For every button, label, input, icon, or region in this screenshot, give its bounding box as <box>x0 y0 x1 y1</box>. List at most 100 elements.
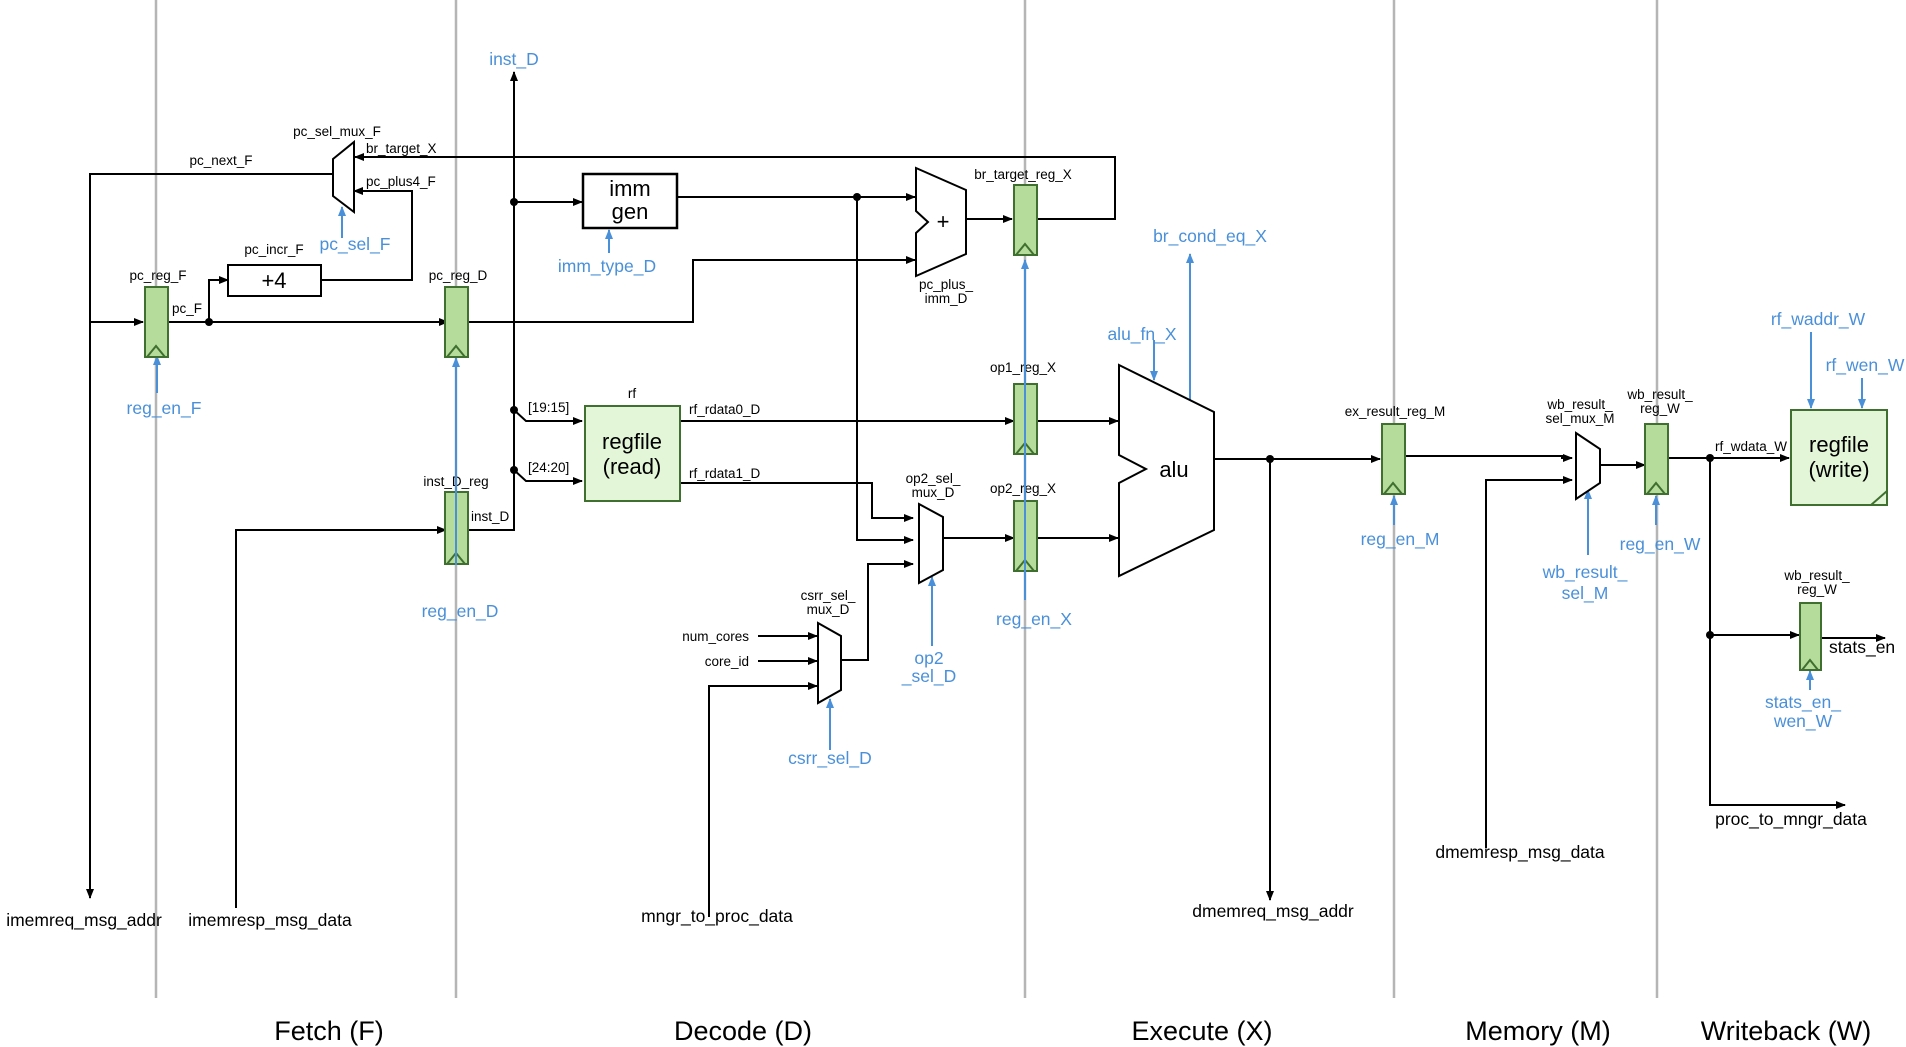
csrr-sel-mux-label-1: csrr_sel_ <box>801 588 856 603</box>
csrr-sel-d-label: csrr_sel_D <box>788 748 872 769</box>
regfile-read-label-2: (read) <box>603 454 662 479</box>
inst-d-top-label: inst_D <box>489 49 539 70</box>
op2-sel-d-label-2: _sel_D <box>901 666 956 687</box>
dmemresp-wire <box>1485 476 1573 848</box>
stats-en-reg-w-label-2: reg_W <box>1797 582 1837 597</box>
imm-gen-label-1: imm <box>609 176 651 201</box>
rf-rdata1-wire <box>680 482 914 522</box>
regfile-write-block <box>1790 409 1888 506</box>
wb-result-sel-m-label-2: sel_M <box>1562 583 1609 604</box>
pc-sel-mux <box>332 139 355 215</box>
proc-to-mngr-wire <box>1709 458 1846 809</box>
dmemreq-msg-addr-label: dmemreq_msg_addr <box>1192 901 1354 922</box>
rf-rdata0-d-label: rf_rdata0_D <box>689 402 761 417</box>
memory-controls <box>1390 489 1592 555</box>
op2-sel-mux <box>918 502 944 585</box>
pc-plus4-f-label: pc_plus4_F <box>366 174 436 189</box>
junction-dot <box>1706 631 1714 639</box>
rf-rdata1-d-label: rf_rdata1_D <box>689 466 761 481</box>
stats-en-wen-w-label-1: stats_en_ <box>1765 692 1841 713</box>
pc-plus-imm-label-1: pc_plus_ <box>919 277 974 292</box>
fetch-wires <box>86 173 449 908</box>
wb-result-sel-mux <box>1575 431 1601 501</box>
imemresp-wire <box>235 526 447 908</box>
pc-incr-op: +4 <box>261 268 286 293</box>
pc-incr-input-wire <box>208 276 229 322</box>
proc-to-mngr-data-label: proc_to_mngr_data <box>1715 809 1867 830</box>
op2-sel-mux-label-1: op2_sel_ <box>906 471 961 486</box>
pc-reg-d-label: pc_reg_D <box>429 268 488 283</box>
stats-en-label: stats_en <box>1829 637 1895 658</box>
regfile-write-label-2: (write) <box>1808 457 1869 482</box>
imm-gen-block <box>581 172 679 230</box>
pc-sel-f-label: pc_sel_F <box>319 234 390 255</box>
regfile-read-block <box>584 405 681 502</box>
rs1-addr-wire <box>513 409 583 425</box>
reg-en-f-label: reg_en_F <box>127 398 202 419</box>
rf-wen-w-label: rf_wen_W <box>1826 355 1905 376</box>
wb-result-sel-mux-label-1: wb_result_ <box>1546 397 1613 412</box>
mngr-to-proc-data-label: mngr_to_proc_data <box>641 906 793 927</box>
ex-result-wire <box>1404 454 1573 462</box>
imm-to-op2-mux-wire <box>856 197 914 544</box>
pc-reg-f <box>144 286 169 358</box>
wb-result-reg-w-label-1: wb_result_ <box>1626 387 1693 402</box>
ex-result-reg-m <box>1381 423 1406 495</box>
rs2-addr-wire <box>513 469 583 485</box>
rf-waddr-w-label: rf_waddr_W <box>1771 309 1866 330</box>
stats-en-reg-w-label-1: wb_result_ <box>1783 568 1850 583</box>
pc-d-wire <box>469 256 916 323</box>
junction-dot <box>510 466 518 474</box>
alu-label: alu <box>1159 457 1188 482</box>
memory-wires <box>1404 454 1646 848</box>
br-cond-eq-x-label: br_cond_eq_X <box>1153 226 1267 247</box>
stats-en-wen-w-label-2: wen_W <box>1773 711 1833 732</box>
num-cores-label: num_cores <box>682 629 749 644</box>
core-id-label: core_id <box>705 654 749 669</box>
imemreq-msg-addr-label: imemreq_msg_addr <box>6 910 162 931</box>
imm-gen-label-2: gen <box>612 199 649 224</box>
op2-sel-mux-label-2: mux_D <box>912 485 955 500</box>
br-target-x-label: br_target_X <box>366 141 437 156</box>
stats-en-reg-w <box>1799 602 1822 671</box>
op2-sel-d-label-1: op2 <box>914 648 943 668</box>
pc-reg-d <box>444 286 469 358</box>
stage-label-memory: Memory (M) <box>1465 1016 1610 1046</box>
decode-wires <box>468 71 1015 917</box>
bits-19-15-label: [19:15] <box>528 400 569 415</box>
junction-dot <box>510 198 518 206</box>
csrr-mux-out-wire <box>841 560 914 661</box>
br-target-feedback-wire <box>354 153 1116 220</box>
junction-dot <box>510 406 518 414</box>
dmemresp-msg-data-label: dmemresp_msg_data <box>1435 842 1605 863</box>
wb-result-sel-m-label-1: wb_result_ <box>1542 562 1628 583</box>
pc-plus-imm-label-2: imm_D <box>925 291 968 306</box>
pc-sel-mux-label: pc_sel_mux_F <box>293 124 381 139</box>
adder-op: + <box>937 209 950 234</box>
rf-wdata-w-label: rf_wdata_W <box>1715 439 1787 454</box>
execute-wires <box>354 153 1381 901</box>
mngr-to-proc-wire <box>708 682 818 917</box>
pc-f-label: pc_F <box>172 301 202 316</box>
reg-en-m-label: reg_en_M <box>1361 529 1440 550</box>
inst-d-bus-wire <box>468 71 518 531</box>
bits-24-20-label: [24:20] <box>528 460 569 475</box>
stage-label-execute: Execute (X) <box>1131 1016 1272 1046</box>
pc-plus-imm-adder <box>915 166 967 278</box>
imm-type-d-label: imm_type_D <box>558 256 656 277</box>
inst-d-label: inst_D <box>471 509 510 524</box>
writeback-wires <box>1668 454 1886 809</box>
csrr-sel-mux-label-2: mux_D <box>807 602 850 617</box>
regfile-read-label-1: regfile <box>602 429 662 454</box>
pc-next-wire <box>86 173 333 899</box>
wb-result-reg-w <box>1644 423 1669 495</box>
pc-reg-f-label: pc_reg_F <box>129 268 186 283</box>
pc-plus4-wire <box>321 187 413 281</box>
alu <box>1118 363 1215 578</box>
reg-en-d-label: reg_en_D <box>422 601 499 622</box>
rf-label: rf <box>628 386 636 401</box>
csrr-sel-mux <box>817 621 842 705</box>
ex-result-reg-m-label: ex_result_reg_M <box>1345 404 1446 419</box>
imemresp-msg-data-label: imemresp_msg_data <box>188 910 352 931</box>
